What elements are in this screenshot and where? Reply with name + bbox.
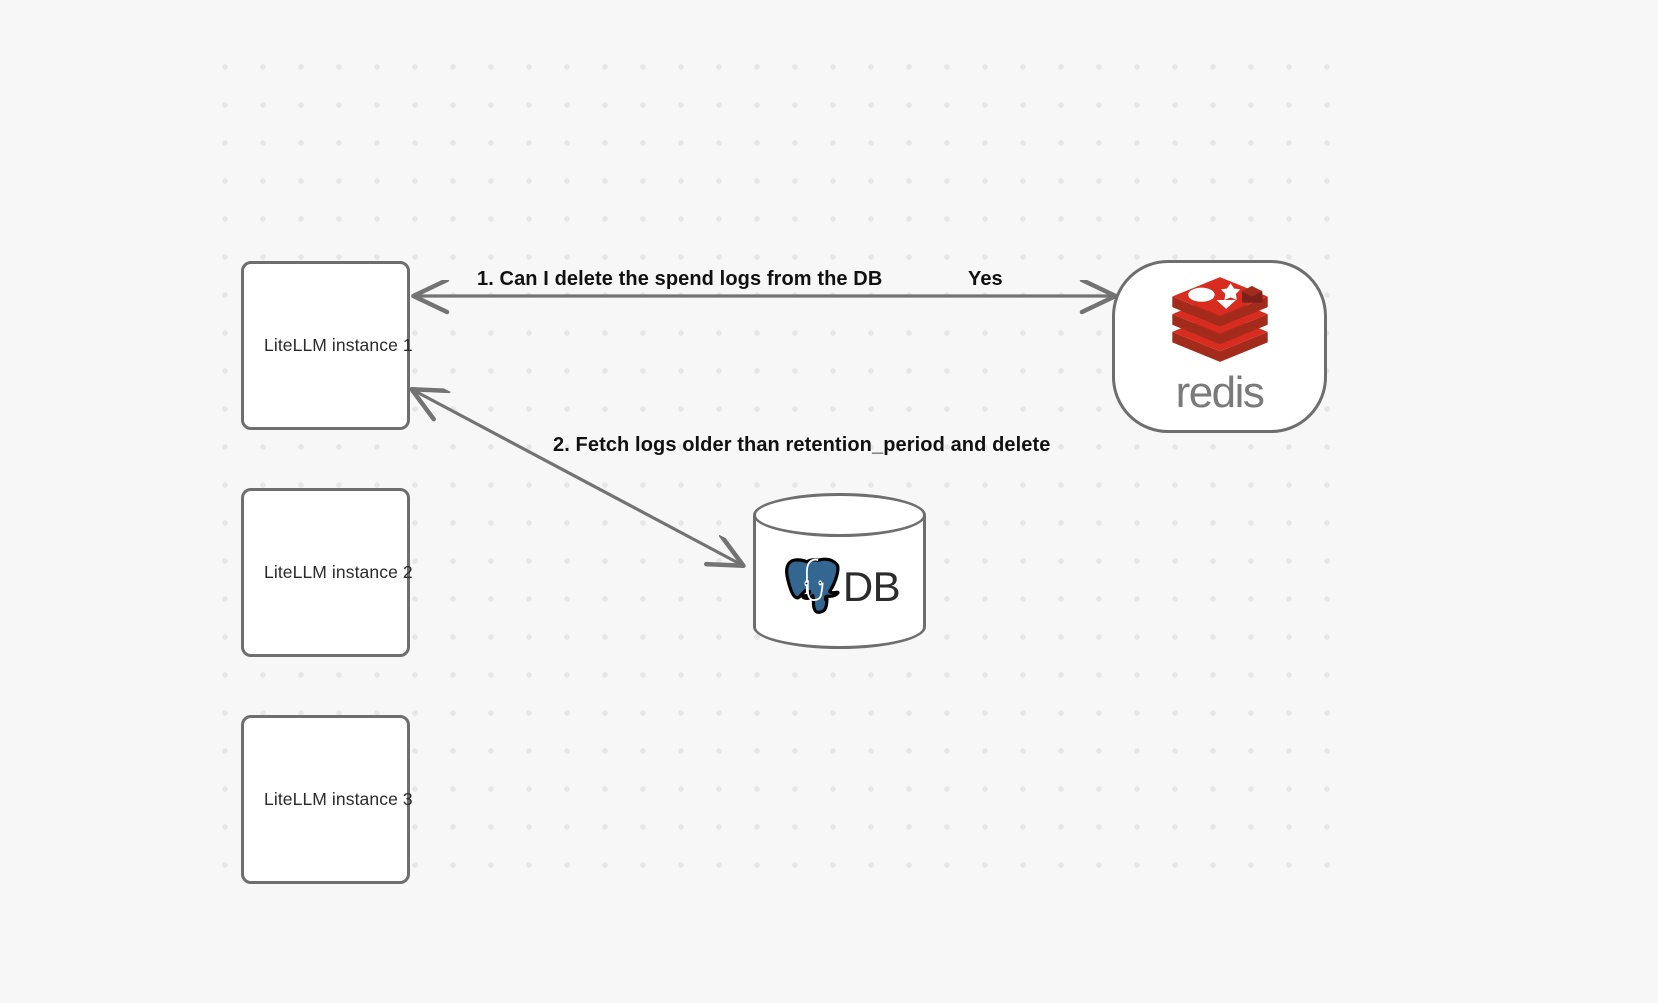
node-redis[interactable]: redis [1112, 260, 1327, 433]
cylinder-top [753, 493, 926, 537]
node-label: LiteLLM instance 1 [264, 335, 413, 355]
postgresql-elephant-icon [784, 557, 840, 614]
node-litellm-instance-3[interactable]: LiteLLM instance 3 [241, 715, 413, 884]
node-litellm-instance-1[interactable]: LiteLLM instance 1 [241, 261, 413, 430]
node-database[interactable]: DB [753, 493, 926, 649]
node-label: LiteLLM instance 3 [264, 789, 413, 809]
node-litellm-instance-2[interactable]: LiteLLM instance 2 [241, 488, 413, 657]
edge-label-1: 1. Can I delete the spend logs from the … [477, 268, 883, 290]
edge-label-yes: Yes [968, 268, 1003, 290]
edge-label-2: 2. Fetch logs older than retention_perio… [553, 434, 1051, 456]
node-label: LiteLLM instance 2 [264, 562, 413, 582]
db-label: DB [842, 563, 901, 610]
redis-logo-icon [1171, 276, 1268, 362]
redis-wordmark: redis [1175, 367, 1265, 417]
